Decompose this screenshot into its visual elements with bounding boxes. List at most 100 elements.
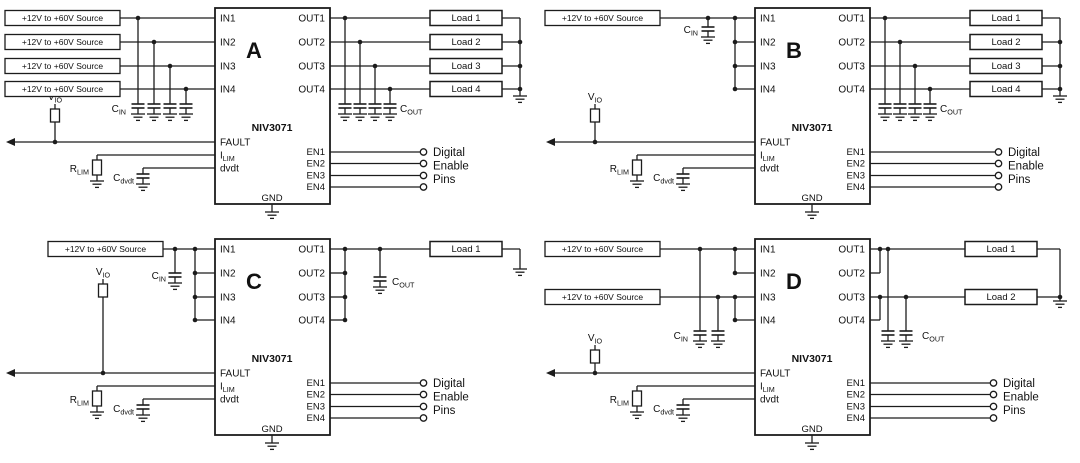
cdvdt-label: Cdvdt — [113, 173, 134, 185]
part-number: NIV3071 — [252, 353, 293, 365]
cin-capacitor — [179, 89, 193, 122]
cout-capacitor — [383, 89, 397, 122]
part-number: NIV3071 — [252, 122, 293, 134]
cout-capacitor — [893, 42, 907, 122]
load-box: Load 2 — [429, 33, 503, 51]
ground-symbol — [368, 113, 382, 122]
cdvdt-capacitor — [136, 399, 150, 423]
load-box: Load 3 — [969, 57, 1043, 75]
junction-dot — [1057, 294, 1063, 300]
pin-out1: OUT1 — [838, 245, 865, 256]
ground-symbol — [179, 113, 193, 122]
source-box: +12V to +60V Source — [47, 240, 164, 258]
ground-symbol — [1053, 300, 1067, 309]
pin-en2: EN2 — [847, 159, 865, 170]
junction-dot — [877, 294, 883, 300]
rlim-resistor — [631, 390, 643, 407]
load-box: Load 1 — [969, 9, 1043, 27]
pin-in3: IN3 — [220, 293, 236, 304]
load-box: Load 1 — [429, 9, 503, 27]
pin-en1: EN1 — [847, 147, 865, 158]
rlim-label: RLIM — [610, 164, 629, 176]
cdvdt-label: Cdvdt — [113, 404, 134, 416]
vio-resistor — [589, 349, 601, 364]
ground-symbol — [899, 340, 913, 349]
enable-note-line: Enable — [433, 161, 469, 173]
load-box-label: Load 1 — [451, 244, 480, 255]
pin-gnd: GND — [261, 424, 282, 435]
enable-terminal — [994, 183, 1003, 191]
pin-fault: FAULT — [760, 369, 790, 380]
panel-letter: C — [246, 269, 262, 294]
pin-gnd: GND — [261, 193, 282, 204]
junction-dot — [100, 370, 106, 376]
ic-body — [214, 238, 331, 436]
ground-symbol — [893, 113, 907, 122]
pin-out1: OUT1 — [298, 14, 325, 25]
vio-label: VIO — [48, 92, 63, 104]
cin-capacitor — [163, 66, 177, 122]
rlim-label: RLIM — [70, 395, 89, 407]
cdvdt-label: Cdvdt — [653, 404, 674, 416]
pin-dvdt: dvdt — [760, 164, 779, 175]
pin-en3: EN3 — [307, 402, 325, 413]
pin-in3: IN3 — [220, 62, 236, 73]
source-box: +12V to +60V Source — [544, 9, 661, 27]
vio-resistor — [97, 283, 109, 298]
enable-terminal — [419, 171, 428, 180]
load-box-label: Load 1 — [986, 244, 1015, 255]
pin-en3: EN3 — [847, 402, 865, 413]
ground-symbol — [693, 340, 707, 349]
fault-arrow — [546, 369, 555, 377]
pin-gnd: GND — [801, 193, 822, 204]
pin-in4: IN4 — [760, 316, 776, 327]
ground-symbol — [131, 113, 145, 122]
junction-dot — [342, 246, 348, 252]
panel-letter: B — [786, 38, 802, 63]
cin-capacitor — [168, 249, 182, 291]
cout-capacitor — [878, 18, 892, 122]
pin-out3: OUT3 — [298, 62, 325, 73]
load-box: Load 1 — [964, 240, 1038, 258]
enable-terminal — [419, 402, 428, 411]
part-number: NIV3071 — [792, 122, 833, 134]
source-box: +12V to +60V Source — [4, 33, 121, 51]
enable-terminal — [419, 148, 428, 156]
vio-label: VIO — [96, 267, 111, 279]
vio-label: VIO — [588, 92, 603, 104]
pin-ilim: ILIM — [760, 151, 775, 163]
ground-symbol — [805, 211, 819, 220]
cin-capacitor — [131, 18, 145, 122]
ground-symbol — [701, 36, 715, 45]
cin-capacitor — [693, 249, 707, 349]
cdvdt-capacitor — [676, 399, 690, 423]
pin-ilim: ILIM — [760, 382, 775, 394]
enable-note-line: Digital — [1008, 147, 1040, 159]
pin-in2: IN2 — [760, 38, 776, 49]
ground-symbol — [90, 180, 104, 189]
pin-out4: OUT4 — [298, 85, 325, 96]
pin-out4: OUT4 — [298, 316, 325, 327]
pin-out1: OUT1 — [838, 14, 865, 25]
pin-in2: IN2 — [220, 269, 236, 280]
junction-dot — [1057, 86, 1063, 92]
ground-symbol — [265, 211, 279, 220]
rlim-label: RLIM — [70, 164, 89, 176]
enable-note-line: Pins — [1008, 174, 1031, 186]
pin-ilim: ILIM — [220, 151, 235, 163]
enable-terminal — [989, 414, 998, 422]
vio-resistor — [49, 108, 61, 123]
enable-note-line: Enable — [433, 392, 469, 404]
ground-symbol — [147, 113, 161, 122]
cout-capacitor — [923, 89, 937, 122]
ground-symbol — [90, 411, 104, 420]
ground-symbol — [676, 183, 690, 192]
ground-symbol — [881, 340, 895, 349]
enable-terminal — [419, 159, 428, 168]
junction-dot — [732, 294, 738, 300]
cout-capacitor — [368, 66, 382, 122]
enable-terminal — [419, 183, 428, 191]
pin-dvdt: dvdt — [220, 395, 239, 406]
